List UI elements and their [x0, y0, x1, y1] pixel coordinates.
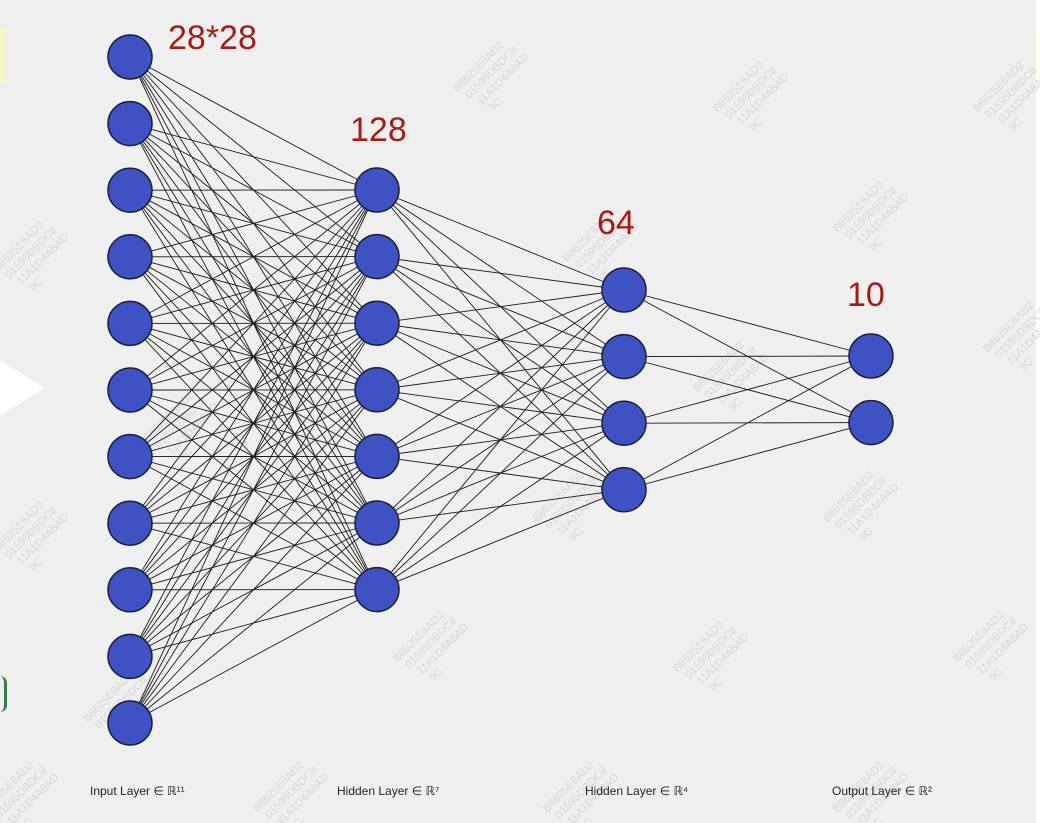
svg-text:9C: 9C [577, 815, 595, 823]
connection-edge [376, 289, 625, 524]
hidden-1-layer-node-5 [354, 433, 400, 480]
output-layer-size-label: 10 [847, 276, 885, 314]
connection-edge [129, 189, 378, 391]
hidden-1-layer-node-7 [354, 566, 400, 613]
connection-edge [129, 456, 378, 724]
connection-edge [376, 289, 625, 324]
svg-text:9C: 9C [867, 815, 885, 823]
edge-group [129, 56, 872, 724]
hidden-1-layer-node-3 [354, 300, 400, 346]
hidden-1-layer-node-1 [354, 167, 400, 213]
connection-edge [376, 289, 625, 391]
right-border [1036, 0, 1040, 823]
connection-edge [129, 189, 378, 258]
input-layer-node-6 [107, 367, 153, 413]
input-layer-node-11 [107, 700, 153, 746]
connection-edge [129, 189, 378, 524]
output-layer-caption: Output Layer ∈ ℝ² [832, 784, 932, 798]
input-layer-size-label: 28*28 [168, 19, 257, 57]
hidden-2-layer-node-4 [601, 467, 647, 513]
connection-edge [376, 256, 625, 291]
connection-edge [376, 189, 625, 291]
svg-text:9C: 9C [287, 815, 305, 823]
connection-edge [129, 189, 378, 591]
connection-edge [129, 322, 378, 724]
connection-edge [129, 589, 378, 724]
node-group [107, 34, 894, 746]
connection-edge [129, 123, 378, 191]
input-layer-node-9 [107, 567, 153, 613]
hidden-layer-2-size-label: 64 [597, 204, 635, 242]
left-green-mark [0, 676, 7, 712]
connection-edge [623, 355, 872, 424]
connection-edge [129, 389, 378, 724]
input-layer-node-2 [107, 100, 153, 147]
input-layer-node-8 [107, 500, 153, 546]
connection-edge [129, 189, 378, 657]
hidden-1-layer-node-2 [354, 233, 400, 280]
input-layer-node-4 [107, 234, 153, 280]
connection-edge [129, 256, 378, 724]
hidden-layer-1-size-label: 128 [350, 111, 407, 149]
hidden-layer-2-caption: Hidden Layer ∈ ℝ⁴ [585, 784, 688, 798]
output-layer-node-1 [848, 333, 894, 379]
connection-edge [376, 489, 625, 591]
connection-edge [623, 422, 872, 491]
svg-text:9C: 9C [17, 815, 35, 823]
connection-edge [129, 56, 378, 191]
hidden-1-layer-node-6 [354, 500, 400, 546]
input-layer-node-5 [107, 300, 153, 347]
input-layer-caption: Input Layer ∈ ℝ¹¹ [90, 784, 185, 798]
hidden-2-layer-node-2 [601, 333, 647, 380]
connection-edge [129, 189, 378, 724]
left-arrow-shape [0, 360, 44, 416]
hidden-layer-1-caption: Hidden Layer ∈ ℝ⁷ [337, 784, 439, 798]
hidden-2-layer-node-3 [601, 400, 647, 446]
connection-edge [376, 289, 625, 590]
output-layer-node-2 [848, 399, 894, 446]
connection-edge [129, 189, 378, 457]
left-yellow-strip [0, 28, 6, 82]
connection-edge [129, 522, 378, 724]
input-layer-node-10 [107, 633, 153, 680]
connection-edge [376, 422, 625, 590]
connection-edge [623, 355, 872, 358]
connection-edge [623, 355, 872, 491]
connection-edge [129, 189, 378, 324]
connection-edge [376, 289, 625, 457]
connection-edge [376, 356, 625, 590]
input-layer-node-7 [107, 433, 153, 480]
input-layer-node-3 [107, 167, 153, 213]
hidden-1-layer-node-4 [354, 367, 400, 413]
input-layer-node-1 [107, 34, 153, 80]
connection-edge [623, 289, 872, 357]
hidden-2-layer-node-1 [601, 267, 647, 313]
